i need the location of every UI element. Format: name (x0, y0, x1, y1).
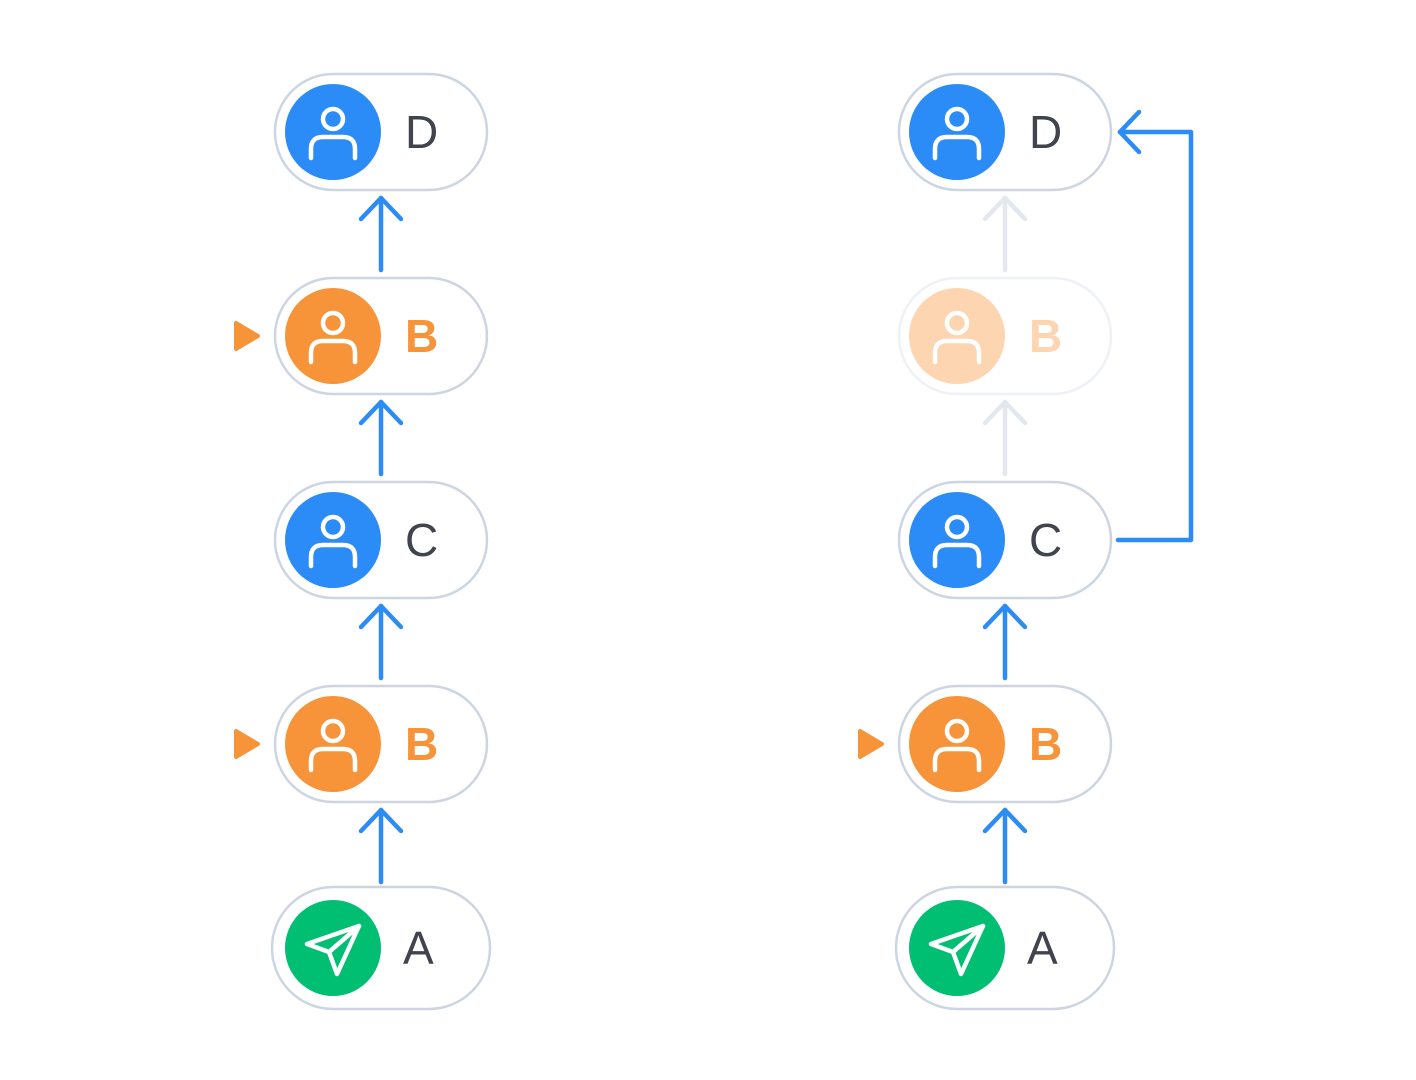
node-label: C (405, 514, 438, 566)
node-c[interactable]: C (897, 480, 1113, 600)
node-a[interactable]: A (270, 885, 492, 1011)
avatar (285, 84, 381, 180)
node-label: C (1029, 514, 1062, 566)
node-label: B (405, 718, 438, 770)
node-label: D (1029, 106, 1062, 158)
node-label: A (1027, 922, 1058, 974)
connectors (358, 109, 1194, 885)
arrow-head-icon (982, 399, 1028, 426)
avatar (285, 696, 381, 792)
arrow-head-icon (358, 195, 404, 222)
arrow-head-icon (982, 807, 1028, 834)
left-flow: D B C B A (234, 72, 492, 1011)
play-marker-icon (858, 729, 884, 759)
arrow-head-icon (982, 195, 1028, 222)
node-label: A (403, 922, 434, 974)
node-b-faded: B (897, 276, 1113, 396)
play-marker-icon (234, 729, 260, 759)
avatar (909, 84, 1005, 180)
node-label: D (405, 106, 438, 158)
avatar (909, 288, 1005, 384)
play-marker-icon (234, 321, 260, 351)
arrow-head-icon (358, 603, 404, 630)
avatar (909, 696, 1005, 792)
node-d[interactable]: D (273, 72, 489, 192)
node-b[interactable]: B (234, 684, 489, 804)
arrow-head-icon (1117, 109, 1142, 155)
right-flow: D B C B A (858, 72, 1116, 1011)
arrow-head-icon (358, 399, 404, 426)
node-label: B (1029, 718, 1062, 770)
node-c[interactable]: C (273, 480, 489, 600)
avatar (285, 288, 381, 384)
node-label: B (405, 310, 438, 362)
avatar (285, 492, 381, 588)
arrow-head-icon (982, 603, 1028, 630)
node-d[interactable]: D (897, 72, 1113, 192)
node-label: B (1029, 310, 1062, 362)
node-b[interactable]: B (234, 276, 489, 396)
avatar (909, 492, 1005, 588)
arrow-head-icon (358, 807, 404, 834)
node-b[interactable]: B (858, 684, 1113, 804)
node-a[interactable]: A (894, 885, 1116, 1011)
skip-connector (1115, 129, 1194, 543)
